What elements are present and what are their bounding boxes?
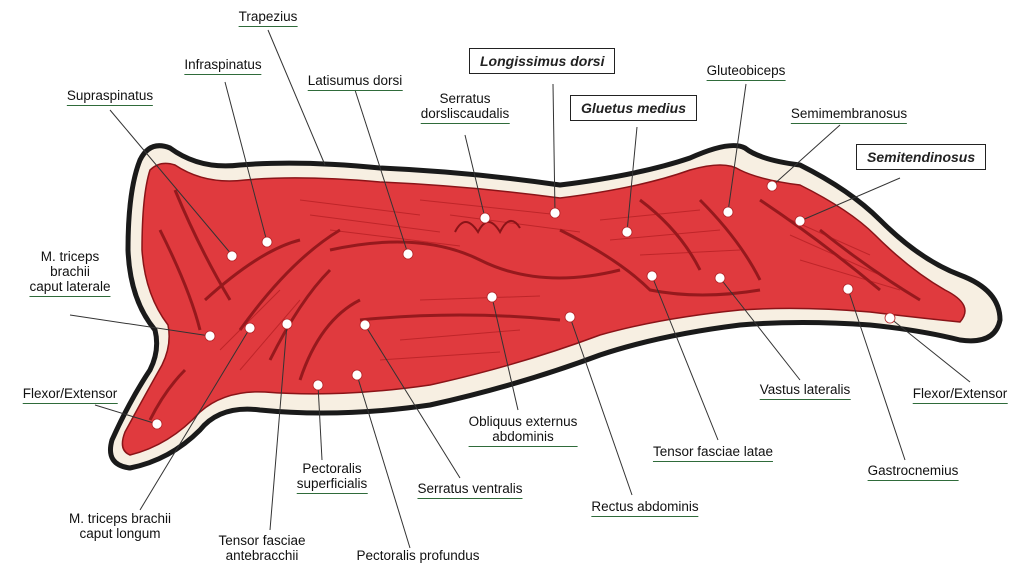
dot-pectoralis-profundus xyxy=(352,370,362,380)
dot-serratus-ventralis xyxy=(360,320,370,330)
dot-serratus-dorsal xyxy=(480,213,490,223)
dot-longissimus xyxy=(550,208,560,218)
dot-obliquus xyxy=(487,292,497,302)
label-infraspinatus: Infraspinatus xyxy=(184,57,261,75)
dot-semitendinosus xyxy=(795,216,805,226)
label-vastus: Vastus lateralis xyxy=(760,382,851,400)
label-gluteobiceps: Gluteobiceps xyxy=(707,63,786,81)
label-supraspinatus: Supraspinatus xyxy=(67,88,153,106)
label-latissimus: Latisumus dorsi xyxy=(308,73,403,91)
label-trapezius: Trapezius xyxy=(239,9,298,27)
dot-gluteus xyxy=(622,227,632,237)
dot-semimembranosus xyxy=(767,181,777,191)
label-flexor-hind: Flexor/Extensor xyxy=(913,386,1008,404)
dot-flexor-hind xyxy=(885,313,895,323)
label-gastrocnemius: Gastrocnemius xyxy=(868,463,959,481)
dot-latissimus xyxy=(403,249,413,259)
label-tensor-latae: Tensor fasciae latae xyxy=(653,444,773,462)
dot-vastus xyxy=(715,273,725,283)
label-longissimus: Longissimus dorsi xyxy=(469,48,615,74)
label-gluteus-medius: Gluetus medius xyxy=(570,95,697,121)
dot-tensor-latae xyxy=(647,271,657,281)
dot-supraspinatus xyxy=(227,251,237,261)
label-serratus-ventralis: Serratus ventralis xyxy=(417,481,522,499)
dot-triceps-lateral xyxy=(205,331,215,341)
dot-infraspinatus xyxy=(262,237,272,247)
label-rectus: Rectus abdominis xyxy=(591,499,698,517)
label-semitendinosus: Semitendinosus xyxy=(856,144,986,170)
label-flexor-front: Flexor/Extensor xyxy=(23,386,118,404)
label-semimembranosus: Semimembranosus xyxy=(791,106,907,124)
dot-flexor-front xyxy=(152,419,162,429)
dot-gluteobiceps xyxy=(723,207,733,217)
label-pectoralis-profundus: Pectoralis profundus xyxy=(356,548,479,563)
dot-tensor-antebrachii xyxy=(282,319,292,329)
dot-gastrocnemius xyxy=(843,284,853,294)
dot-triceps-longum xyxy=(245,323,255,333)
dot-pectoralis-superficialis xyxy=(313,380,323,390)
dot-rectus xyxy=(565,312,575,322)
